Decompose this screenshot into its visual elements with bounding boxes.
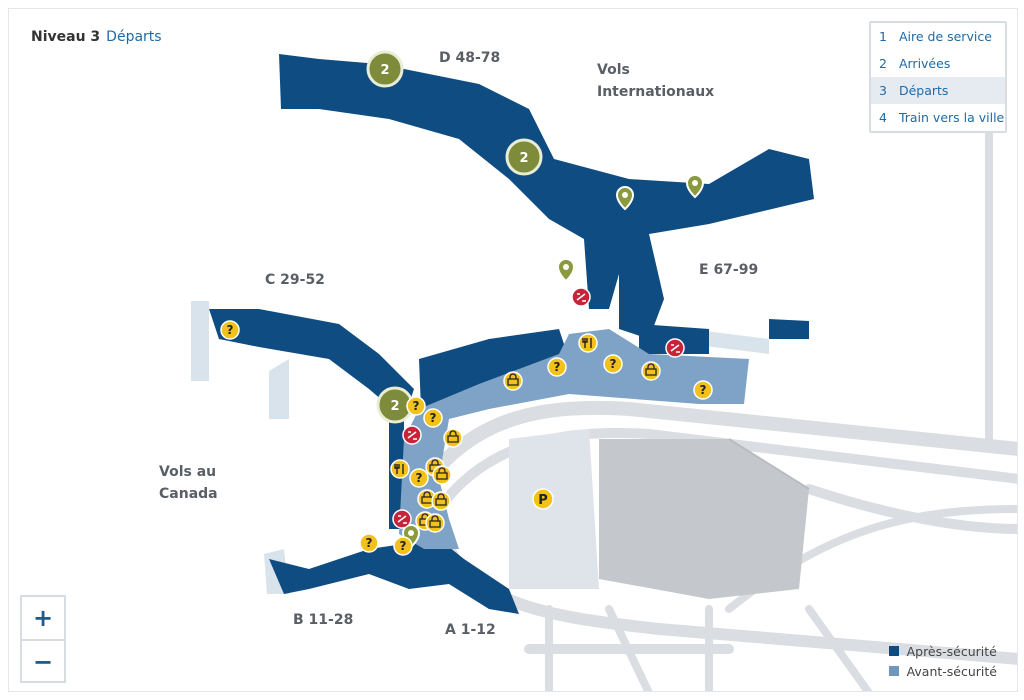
zoom-in-button[interactable]: + xyxy=(32,604,54,632)
legend-swatch xyxy=(888,666,899,676)
level-option-1[interactable]: 1 Aire de service xyxy=(871,23,1005,50)
amenity-points[interactable] xyxy=(390,333,661,533)
area-label-canada: Vols au Canada xyxy=(159,464,218,502)
level-option-number: 2 xyxy=(879,56,887,71)
parking-label: P xyxy=(538,493,548,508)
parking-icon[interactable]: P xyxy=(532,488,554,510)
legend-item-before-security: Avant-sécurité xyxy=(888,661,997,681)
level-subtitle: Départs xyxy=(106,29,162,45)
level-option-2[interactable]: 2 Arrivées xyxy=(871,50,1005,77)
gate-label-e: E 67-99 xyxy=(699,262,759,278)
fork-knife-icon[interactable] xyxy=(390,459,410,479)
question-icon[interactable]: ? xyxy=(406,396,426,416)
question-icon[interactable]: ? xyxy=(423,408,443,428)
terminal-map[interactable]: 2 2 2 xyxy=(9,9,1018,692)
level-badges[interactable]: 2 2 2 xyxy=(366,50,543,424)
location-pins[interactable] xyxy=(401,173,705,549)
service-points[interactable] xyxy=(392,287,685,529)
level-option-label: Arrivées xyxy=(898,56,951,71)
info-label: ? xyxy=(700,383,707,397)
info-label: ? xyxy=(430,411,437,425)
info-label: ? xyxy=(366,536,373,550)
question-icon[interactable]: ? xyxy=(547,357,567,377)
level-name: Niveau 3 xyxy=(31,29,101,45)
service-desk-icon[interactable] xyxy=(665,338,685,358)
question-icon[interactable]: ? xyxy=(359,533,379,553)
info-label: ? xyxy=(416,471,423,485)
info-label: ? xyxy=(227,323,234,337)
level-badge-label: 2 xyxy=(390,399,399,414)
parking-buildings xyxy=(509,429,810,599)
shopping-icon[interactable] xyxy=(443,428,463,448)
gate-label-a: A 1-12 xyxy=(445,622,496,638)
level-badge-label: 2 xyxy=(519,151,528,166)
info-points[interactable]: ? ? ? ? ? ? ? ? ? xyxy=(220,320,713,556)
shopping-icon[interactable] xyxy=(432,465,452,485)
question-icon[interactable]: ? xyxy=(693,380,713,400)
shopping-icon[interactable] xyxy=(503,371,523,391)
info-label: ? xyxy=(400,539,407,553)
level-badge-label: 2 xyxy=(380,63,389,78)
question-icon[interactable]: ? xyxy=(393,536,413,556)
level-option-3[interactable]: 3 Départs xyxy=(871,77,1005,104)
shopping-icon[interactable] xyxy=(431,491,451,511)
info-label: ? xyxy=(610,357,617,371)
level-option-4[interactable]: 4 Train vers la ville xyxy=(871,104,1005,131)
level-badge[interactable]: 2 xyxy=(366,50,404,88)
map-legend: Après-sécurité Avant-sécurité xyxy=(888,641,997,681)
level-option-number: 3 xyxy=(879,83,887,98)
level-selector: 1 Aire de service 2 Arrivées 3 Départs 4… xyxy=(869,21,1007,133)
before-security-zone xyxy=(399,329,749,549)
service-desk-icon[interactable] xyxy=(402,425,422,445)
level-badge[interactable]: 2 xyxy=(505,138,543,176)
level-option-label: Départs xyxy=(898,83,949,98)
level-option-label: Train vers la ville xyxy=(898,110,1005,125)
gate-label-d: D 48-78 xyxy=(439,50,501,66)
location-pin-icon[interactable] xyxy=(685,173,705,199)
question-icon[interactable]: ? xyxy=(409,468,429,488)
zoom-control: + − xyxy=(20,595,66,683)
map-container[interactable]: 2 2 2 xyxy=(8,8,1018,692)
legend-item-after-security: Après-sécurité xyxy=(888,641,997,661)
fork-knife-icon[interactable] xyxy=(578,333,598,353)
location-pin-icon[interactable] xyxy=(556,257,576,283)
map-title: Niveau 3 Départs xyxy=(31,29,162,45)
legend-label: Après-sécurité xyxy=(906,643,997,659)
service-desk-icon[interactable] xyxy=(392,509,412,529)
area-label-international: Vols Internationaux xyxy=(597,62,715,100)
level-option-label: Aire de service xyxy=(898,29,992,44)
shopping-icon[interactable] xyxy=(641,361,661,381)
level-option-number: 1 xyxy=(879,29,887,44)
question-icon[interactable]: ? xyxy=(220,320,240,340)
zoom-out-button[interactable]: − xyxy=(22,639,64,683)
gate-label-c: C 29-52 xyxy=(265,272,325,288)
question-icon[interactable]: ? xyxy=(603,354,623,374)
shopping-icon[interactable] xyxy=(425,513,445,533)
gate-label-b: B 11-28 xyxy=(293,612,354,628)
level-option-number: 4 xyxy=(879,110,887,125)
info-label: ? xyxy=(554,360,561,374)
location-pin-icon[interactable] xyxy=(615,185,635,211)
legend-label: Avant-sécurité xyxy=(906,663,997,679)
info-label: ? xyxy=(413,399,420,413)
service-desk-icon[interactable] xyxy=(571,287,591,307)
legend-swatch xyxy=(888,646,899,656)
